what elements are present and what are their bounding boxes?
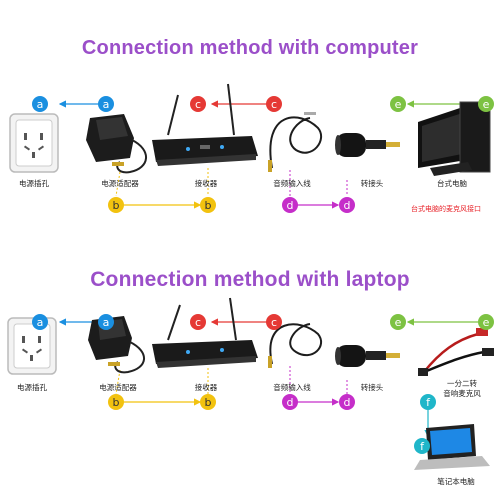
marker-c-left: c	[190, 96, 206, 112]
marker-e-left-2: e	[390, 314, 406, 330]
marker-a-right-2: a	[98, 314, 114, 330]
svg-text:d: d	[344, 199, 351, 212]
svg-text:b: b	[113, 199, 120, 212]
svg-text:e: e	[483, 316, 490, 329]
label-audio-cable-2: 音频输入线	[273, 383, 311, 392]
svg-text:e: e	[395, 316, 402, 329]
marker-f-top: f	[420, 394, 436, 410]
svg-text:b: b	[205, 396, 212, 409]
svg-text:e: e	[395, 98, 402, 111]
svg-text:c: c	[271, 316, 277, 329]
marker-e-left: e	[390, 96, 406, 112]
converter-image	[335, 133, 400, 157]
marker-c-left-2: c	[190, 314, 206, 330]
label-converter-2: 转接头	[360, 383, 384, 392]
marker-c-right: c	[266, 96, 282, 112]
label-splitter-line2: 音响麦克风	[443, 389, 481, 398]
label-socket-2: 电源插孔	[17, 383, 47, 392]
marker-c-right-2: c	[266, 314, 282, 330]
svg-text:d: d	[287, 396, 294, 409]
marker-a-right: a	[98, 96, 114, 112]
marker-a-left: a	[32, 96, 48, 112]
label-desktop-mic-port: 台式电脑的麦克风接口	[411, 205, 481, 213]
title-computer: Connection method with computer	[81, 37, 419, 59]
svg-text:d: d	[344, 396, 351, 409]
splitter-cable-image	[418, 328, 494, 376]
label-laptop: 笔记本电脑	[437, 477, 475, 486]
title-laptop: Connection method with laptop	[90, 268, 410, 291]
wall-socket-image	[9, 113, 59, 173]
receiver-image	[152, 83, 258, 166]
marker-a-left-2: a	[32, 314, 48, 330]
label-receiver-2: 接收器	[194, 383, 218, 392]
computer-row: a a c c e e b b d d	[9, 83, 494, 213]
receiver-image-2	[152, 297, 258, 368]
converter-image-2	[335, 345, 400, 367]
marker-d-right: d	[339, 197, 355, 213]
marker-d-right-2: d	[339, 394, 355, 410]
marker-b-right-2: b	[200, 394, 216, 410]
marker-d-left: d	[282, 197, 298, 213]
label-adapter-2: 电源适配器	[99, 383, 137, 392]
audio-cable-image	[268, 112, 323, 172]
marker-e-right-2: e	[478, 314, 494, 330]
svg-text:c: c	[195, 98, 201, 111]
svg-text:b: b	[113, 396, 120, 409]
label-converter: 转接头	[360, 179, 384, 188]
label-socket: 电源插孔	[19, 179, 49, 188]
wall-socket-image-2	[7, 317, 57, 375]
marker-d-left-2: d	[282, 394, 298, 410]
svg-text:f: f	[420, 440, 425, 453]
marker-b-left: b	[108, 197, 124, 213]
marker-f-bottom: f	[414, 438, 430, 454]
label-adapter: 电源适配器	[101, 179, 139, 188]
marker-e-right: e	[478, 96, 494, 112]
svg-text:a: a	[103, 98, 110, 111]
label-desktop: 台式电脑	[437, 179, 467, 188]
svg-text:e: e	[483, 98, 490, 111]
svg-text:d: d	[287, 199, 294, 212]
laptop-row: a a c c e e b b d d f f	[7, 297, 494, 470]
svg-text:a: a	[37, 316, 44, 329]
svg-text:c: c	[195, 316, 201, 329]
power-adapter-image-2	[88, 316, 145, 374]
marker-b-left-2: b	[108, 394, 124, 410]
power-adapter-image	[86, 114, 147, 174]
svg-text:b: b	[205, 199, 212, 212]
svg-text:f: f	[426, 396, 431, 409]
label-receiver: 接收器	[194, 179, 218, 188]
svg-text:a: a	[103, 316, 110, 329]
label-splitter-line1: 一分二转	[447, 379, 477, 388]
svg-text:a: a	[37, 98, 44, 111]
audio-cable-image-2	[268, 323, 323, 368]
svg-text:c: c	[271, 98, 277, 111]
marker-b-right: b	[200, 197, 216, 213]
label-audio-cable: 音频输入线	[273, 179, 311, 188]
laptop-image	[414, 424, 490, 470]
desktop-computer-image	[418, 101, 491, 176]
